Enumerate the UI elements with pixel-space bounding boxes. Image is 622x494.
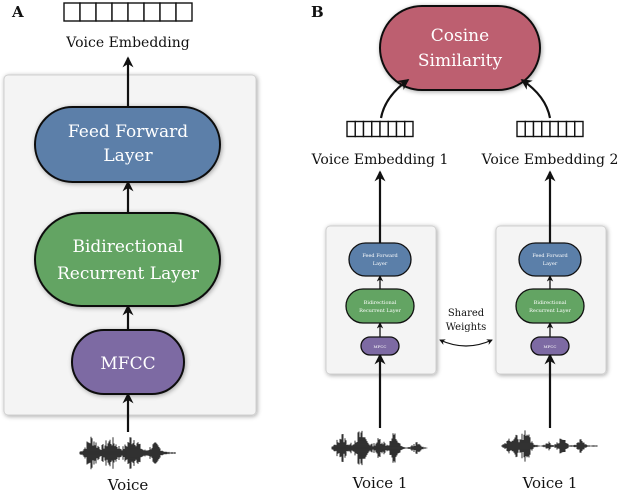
panel-a-embedding-cell	[143, 2, 161, 22]
panel-a-embedding-cell	[95, 2, 113, 22]
left-mini-rec-line1: Bidirectional	[364, 300, 397, 306]
embedding-1-cell	[371, 120, 381, 138]
left-mini-mfcc-block	[360, 336, 400, 356]
right-mini-feed-forward-block	[518, 242, 582, 277]
voice-right-waveform	[501, 430, 598, 462]
embedding-2-cell	[574, 120, 584, 138]
panel-a-embedding-label: Voice Embedding	[65, 35, 189, 51]
embedding-1-cell	[395, 120, 406, 138]
right-mini-rec-line1: Bidirectional	[534, 300, 567, 306]
embedding-2-label: Voice Embedding 2	[481, 152, 619, 168]
feed-forward-label-line2: Layer	[103, 146, 153, 166]
feed-forward-label-line1: Feed Forward	[68, 122, 188, 142]
panel-a-voice-waveform	[79, 436, 176, 470]
left-mini-feed-forward-block	[348, 242, 412, 277]
recurrent-label-line1: Bidirectional	[73, 237, 184, 257]
left-mini-ff-line2: Layer	[373, 261, 388, 267]
voice-left-waveform	[331, 430, 428, 466]
mfcc-label: MFCC	[100, 354, 155, 374]
embedding-2-cell	[516, 120, 526, 138]
panel-a-embedding-cell	[111, 2, 129, 22]
recurrent-layer-block	[34, 212, 221, 307]
shared-weights-double-arrow	[439, 339, 493, 347]
left-mini-mfcc-label: MFCC	[374, 344, 387, 349]
embedding-1-label: Voice Embedding 1	[311, 152, 449, 168]
right-mini-rec-line2: Recurrent Layer	[529, 308, 571, 314]
shared-weights-line2: Weights	[446, 322, 487, 333]
waveform-path	[79, 436, 176, 470]
voice-right-label: Voice 1	[522, 474, 578, 492]
panel-a-letter: A	[11, 3, 24, 21]
embedding-1-vector	[346, 120, 414, 138]
panel-a-voice-label: Voice	[107, 476, 149, 494]
panel-a-embedding-vector	[63, 2, 193, 22]
right-mini-ff-line1: Feed Forward	[532, 253, 568, 259]
embedding-2-cell	[557, 120, 568, 138]
panel-a: A Voice Embedding Feed Forward Layer Bid…	[3, 2, 257, 494]
right-mini-mfcc-block	[530, 336, 570, 356]
arrow-embedding1-to-similarity	[379, 79, 410, 119]
mfcc-block	[71, 329, 185, 395]
panel-a-embedding-cell	[63, 2, 81, 22]
shared-weights-line1: Shared	[448, 308, 485, 319]
embedding-1-cell	[404, 120, 414, 138]
left-mini-ff-line1: Feed Forward	[362, 253, 398, 259]
embedding-2-vector	[516, 120, 584, 138]
panel-a-embedding-cell	[79, 2, 97, 22]
embedding-2-cell	[532, 120, 543, 138]
waveform-path	[501, 430, 598, 462]
waveform-path	[331, 430, 428, 466]
panel-a-embedding-cell	[127, 2, 145, 22]
embedding-1-cell	[362, 120, 373, 138]
embedding-1-cell	[387, 120, 398, 138]
cosine-similarity-block	[379, 5, 541, 91]
right-mini-mfcc-label: MFCC	[544, 344, 557, 349]
arrow-embedding2-to-similarity	[520, 79, 552, 119]
embedding-1-cell	[346, 120, 356, 138]
left-mini-rec-line2: Recurrent Layer	[359, 308, 401, 314]
left-mini-recurrent-block	[345, 288, 415, 324]
recurrent-label-line2: Recurrent Layer	[57, 264, 200, 284]
voice-left-label: Voice 1	[352, 474, 408, 492]
feed-forward-layer-block	[34, 106, 221, 183]
embedding-1-cell	[354, 120, 365, 138]
panel-a-embedding-cell	[159, 2, 177, 22]
panel-b: B Cosine Similarity Voice Embedding 1 Vo…	[311, 3, 619, 492]
embedding-1-cell	[379, 120, 389, 138]
embedding-2-cell	[541, 120, 551, 138]
right-mini-recurrent-block	[515, 288, 585, 324]
embedding-2-cell	[549, 120, 559, 138]
panel-a-embedding-cell	[175, 2, 193, 22]
embedding-2-cell	[565, 120, 576, 138]
cosine-similarity-line2: Similarity	[418, 51, 503, 71]
panel-b-letter: B	[311, 3, 324, 21]
cosine-similarity-line1: Cosine	[431, 26, 489, 46]
right-mini-ff-line2: Layer	[543, 261, 558, 267]
embedding-2-cell	[524, 120, 535, 138]
